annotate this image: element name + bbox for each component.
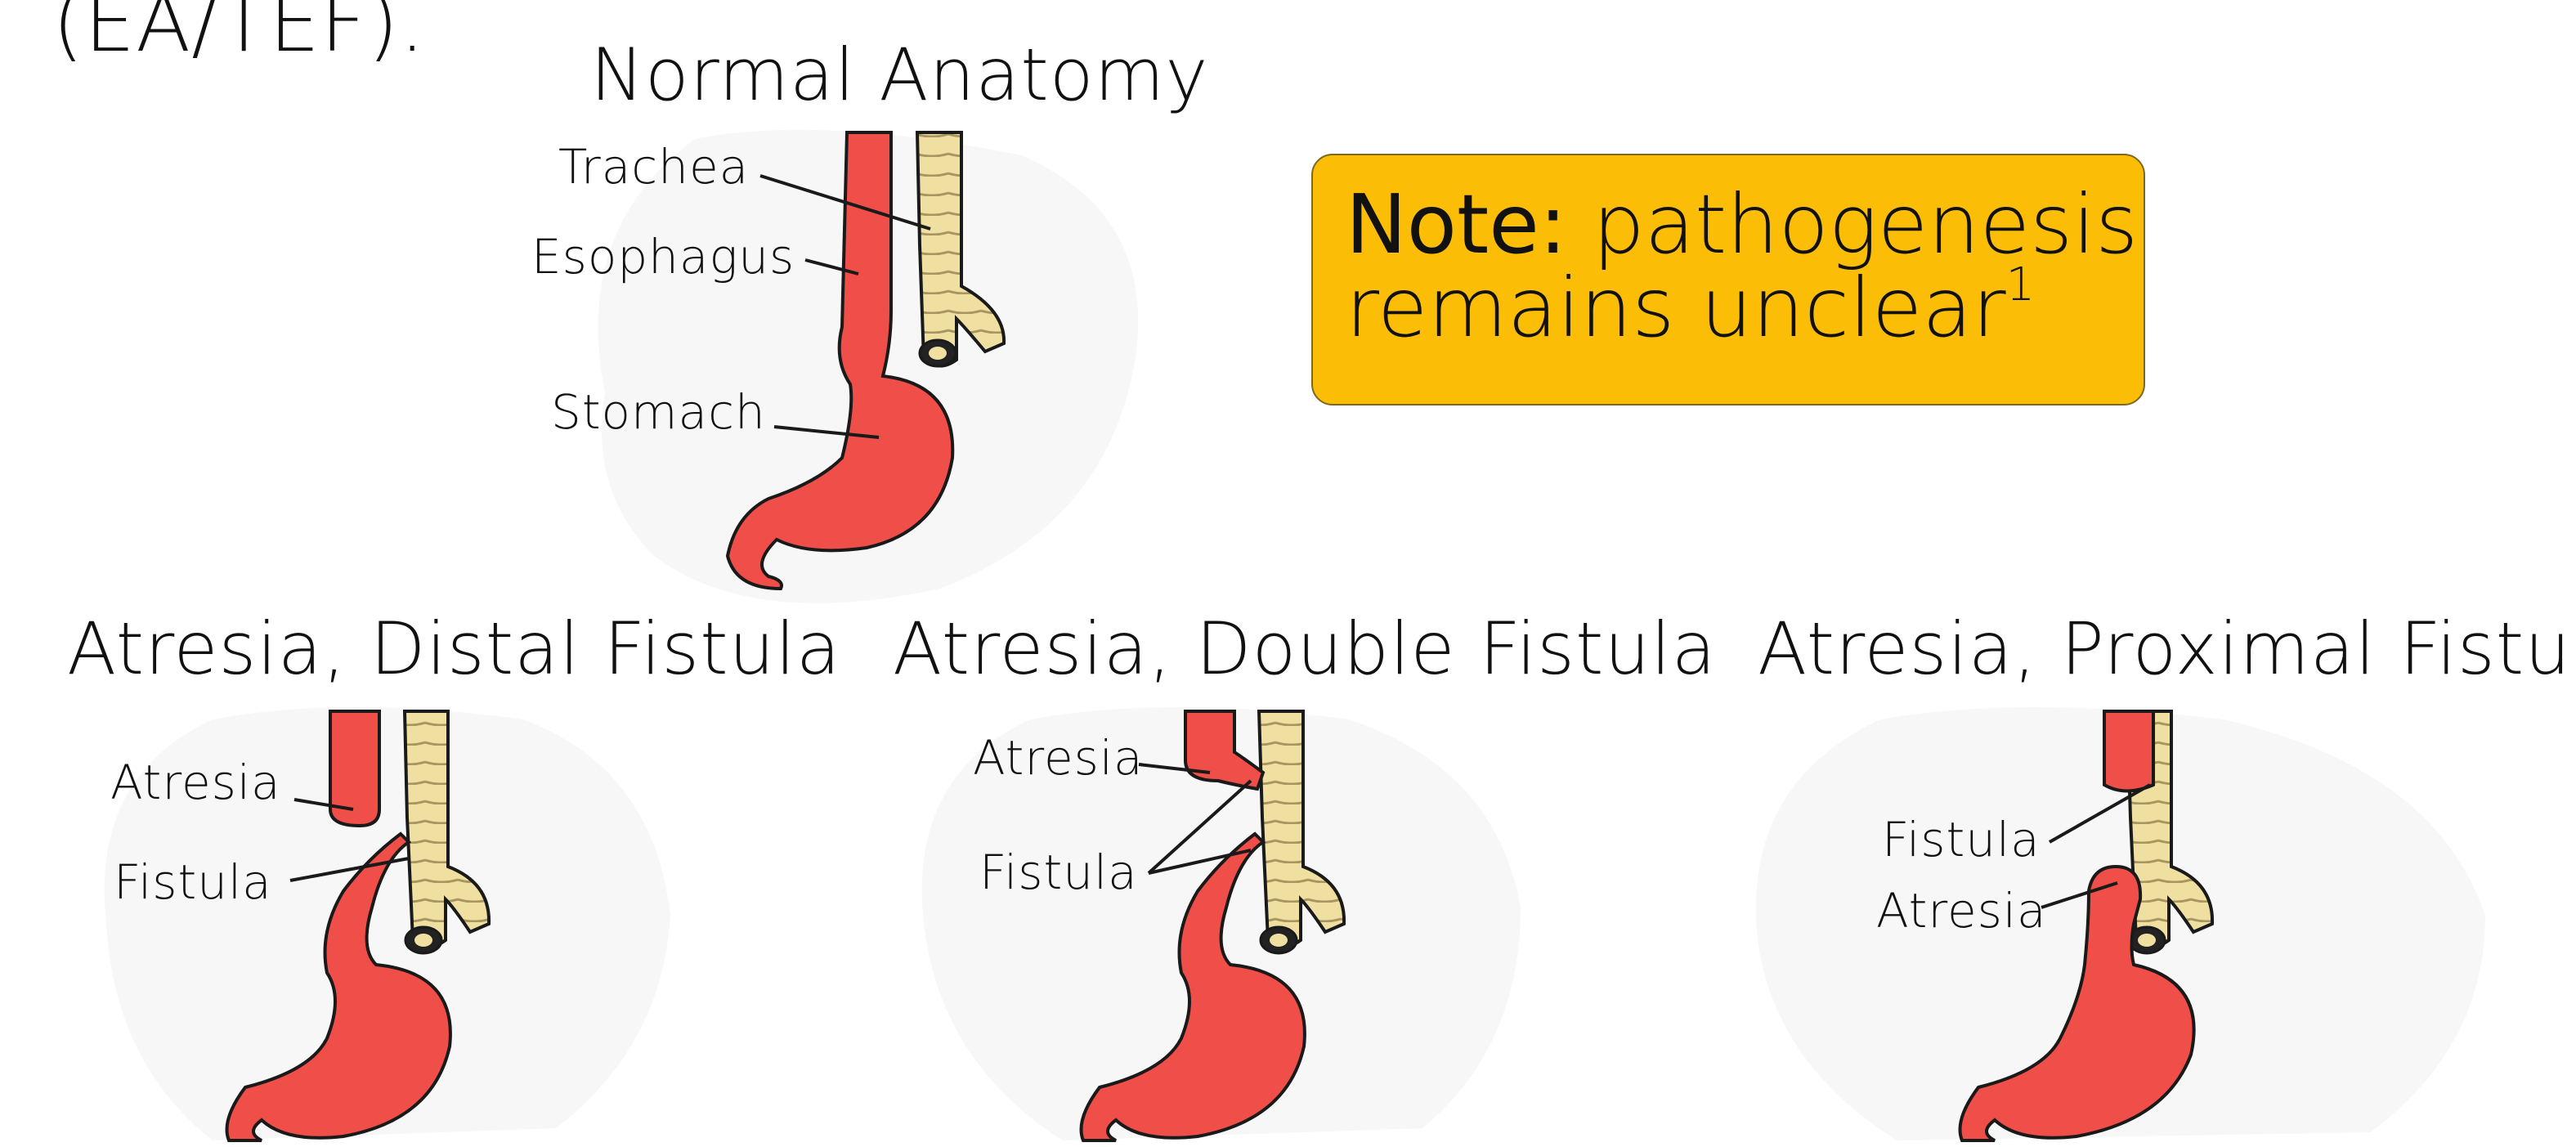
normal-anatomy-illustration — [598, 130, 1139, 603]
proximal-upper-pouch — [2104, 711, 2153, 791]
label-double-fistula: Fistula — [979, 849, 1138, 896]
label-trachea: Trachea — [558, 143, 749, 190]
label-distal-fistula: Fistula — [114, 858, 272, 906]
label-stomach: Stomach — [551, 388, 766, 436]
label-double-atresia: Atresia — [973, 734, 1144, 782]
label-esophagus: Esophagus — [531, 233, 795, 280]
label-proximal-fistula: Fistula — [1882, 816, 2041, 863]
distal-upper-pouch — [330, 711, 379, 826]
label-proximal-atresia: Atresia — [1876, 887, 2047, 934]
label-distal-atresia: Atresia — [110, 759, 281, 806]
proximal-fistula-illustration — [1756, 707, 2485, 1140]
